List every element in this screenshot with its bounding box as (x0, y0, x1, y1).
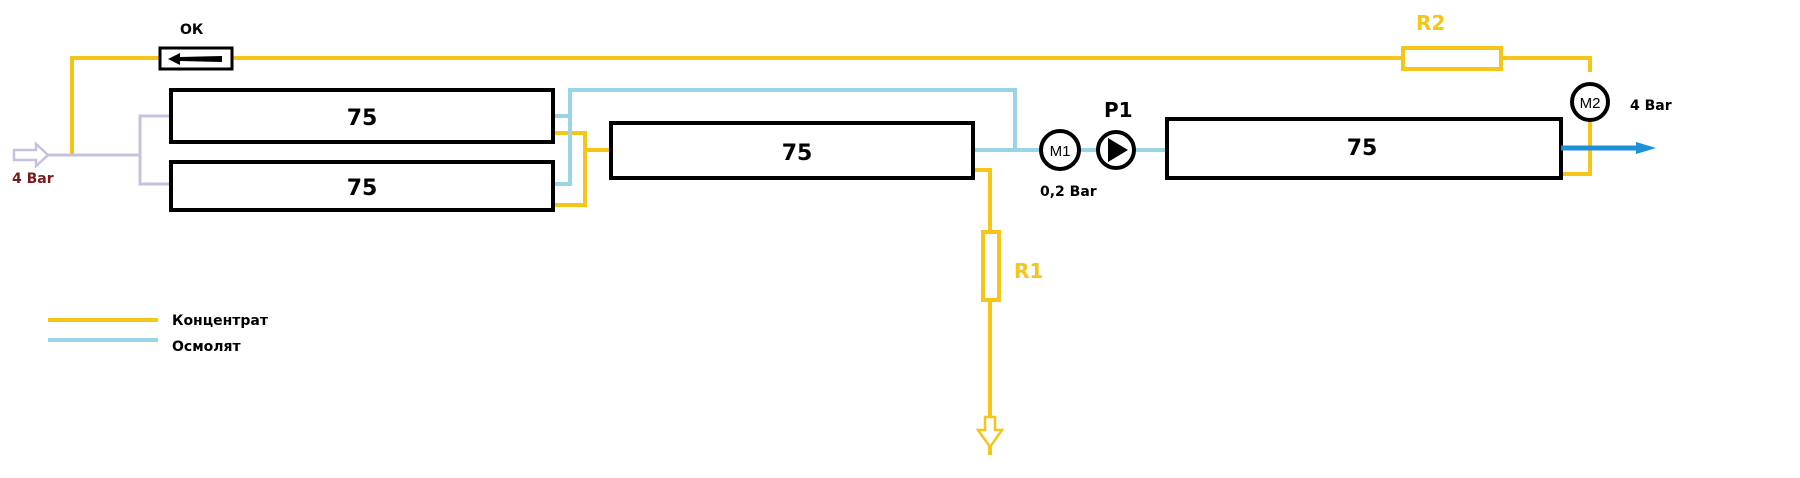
concentrate-line-mod4 (1561, 120, 1592, 176)
gauge-m2-pressure: 4 Bar (1630, 98, 1672, 114)
pump-arrow-icon (1108, 138, 1128, 162)
restrictor-r1[interactable]: R1 (981, 230, 1043, 302)
concentrate-line-mod3-drain (973, 168, 992, 455)
feed-line-split (138, 114, 171, 186)
inlet-pressure-label: 4 Bar (12, 171, 54, 187)
membrane-module-2-label: 75 (347, 176, 378, 201)
membrane-module-3-label: 75 (782, 141, 813, 166)
gauge-m2-label: M2 (1580, 95, 1601, 112)
restrictor-r2[interactable]: R2 (1401, 11, 1503, 71)
permeate-lines (553, 88, 1167, 186)
drain-arrow-icon (975, 415, 1005, 450)
outlet-arrow-icon (1636, 142, 1656, 154)
feed-lines (40, 114, 171, 186)
permeate-line-mod2 (553, 116, 572, 186)
restrictor-r1-label: R1 (1014, 259, 1043, 283)
legend: Концентрат Осмолят (48, 313, 269, 355)
membrane-module-4[interactable]: 75 (1165, 117, 1563, 180)
membrane-module-1-label: 75 (347, 106, 378, 131)
bypass-line (70, 56, 1592, 155)
permeate-outlet (1561, 142, 1656, 154)
legend-permeate-label: Осмолят (172, 339, 242, 355)
check-valve[interactable]: ОК (158, 22, 234, 71)
gauge-m1[interactable]: M1 0,2 Bar (1039, 129, 1097, 200)
membrane-module-4-label: 75 (1347, 136, 1378, 161)
membrane-module-3[interactable]: 75 (609, 121, 975, 180)
permeate-line-mod1 (553, 88, 1017, 150)
gauge-m1-label: M1 (1050, 143, 1071, 160)
gauge-m2[interactable]: M2 4 Bar (1570, 82, 1672, 122)
gauge-m2-icon (1570, 82, 1610, 122)
membrane-module-2[interactable]: 75 (169, 160, 555, 212)
membrane-module-1[interactable]: 75 (169, 88, 555, 144)
legend-concentrate-label: Концентрат (172, 313, 269, 329)
check-valve-label: ОК (180, 22, 204, 38)
pump-label: P1 (1104, 98, 1133, 122)
check-valve-icon (168, 53, 222, 65)
gauge-m1-pressure: 0,2 Bar (1040, 184, 1097, 200)
restrictor-r2-label: R2 (1416, 11, 1445, 35)
gauge-m1-icon (1039, 129, 1081, 171)
pump-p1[interactable]: P1 (1096, 98, 1136, 170)
inlet-arrow-icon (12, 141, 50, 169)
